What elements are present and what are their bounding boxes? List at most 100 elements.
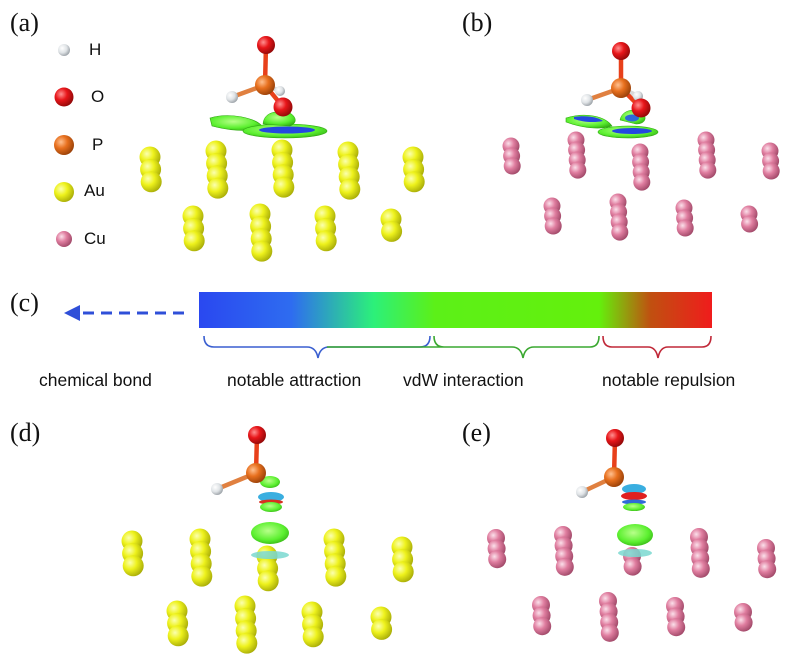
label-notable-attraction: notable attraction [227, 370, 362, 390]
hydrogen-atom [581, 94, 593, 106]
red-isosurface-ring [621, 492, 647, 500]
oxygen-atom [273, 97, 293, 117]
brace-notable-repulsion [602, 335, 712, 359]
legend-sphere-au [54, 182, 74, 202]
molecule-b [581, 42, 651, 118]
label-chemical-bond: chemical bond [39, 370, 152, 390]
oxygen-atom [612, 42, 630, 60]
molecule-d [211, 426, 266, 495]
cyan-isosurface-slab [251, 551, 289, 559]
phosphorus-atom [246, 463, 266, 483]
gold-atom [236, 632, 258, 654]
panel-label-a: (a) [10, 8, 39, 37]
hydrogen-atom [275, 86, 285, 96]
hydrogen-atom [211, 483, 223, 495]
blue-isosurface-disc [259, 126, 315, 134]
copper-atom [633, 173, 651, 191]
gold-atom [251, 240, 273, 262]
copper-atom [544, 217, 562, 235]
isosurface-e [617, 484, 653, 557]
legend [54, 44, 74, 247]
legend-sphere-h [58, 44, 70, 56]
gold-atom [207, 177, 229, 199]
gold-atom [140, 171, 162, 193]
hydrogen-atom [633, 91, 643, 101]
au-slab-d [121, 528, 414, 654]
gold-atom [392, 561, 414, 583]
copper-atom [569, 161, 587, 179]
gold-atom [273, 176, 295, 198]
green-isosurface-top-slab [617, 524, 653, 546]
legend-label-h: H [89, 40, 102, 59]
legend-label-o: O [91, 87, 105, 106]
gold-atom [371, 618, 393, 640]
copper-atom [533, 617, 552, 636]
molecule-a [226, 36, 293, 117]
hydrogen-atom [576, 486, 588, 498]
copper-atom [555, 557, 574, 576]
gold-atom [122, 555, 144, 577]
blue-isosurface-disc [612, 128, 652, 134]
panel-label-d: (d) [10, 418, 41, 447]
color-scale [64, 292, 712, 359]
oxygen-atom [606, 429, 624, 447]
legend-label-cu: Cu [84, 229, 106, 248]
phosphorus-atom [604, 467, 624, 487]
oxygen-atom [248, 426, 266, 444]
cu-slab-b [502, 131, 780, 241]
copper-atom [734, 613, 753, 632]
legend-sphere-p [54, 135, 74, 155]
gold-atom [257, 570, 279, 592]
legend-label-p: P [92, 135, 104, 154]
copper-atom [691, 559, 710, 578]
legend-sphere-o [54, 87, 74, 107]
isosurface-d [251, 476, 289, 559]
legend-label-au: Au [84, 181, 105, 200]
copper-atom [699, 161, 717, 179]
green-isosurface-lower [623, 503, 645, 511]
panel-label-e: (e) [462, 418, 491, 447]
oxygen-atom [631, 98, 651, 118]
copper-atom [623, 557, 642, 576]
label-notable-repulsion: notable repulsion [602, 370, 736, 390]
isosurface-b [565, 109, 659, 139]
gold-atom [325, 565, 347, 587]
copper-atom [741, 215, 759, 233]
cyan-isosurface-ring-2 [622, 499, 646, 505]
label-vdw-interaction: vdW interaction [403, 370, 524, 390]
au-slab-a [139, 139, 425, 262]
gold-atom [191, 565, 213, 587]
copper-atom [611, 223, 629, 241]
gold-atom [339, 178, 361, 200]
gold-atom [167, 625, 189, 647]
gold-atom [302, 626, 324, 648]
copper-atom [676, 219, 694, 237]
cyan-isosurface-slab [618, 549, 652, 557]
brace-vdw-interaction [327, 335, 600, 359]
gold-atom [403, 171, 425, 193]
color-gradient-bar [199, 292, 712, 328]
gold-atom [381, 220, 403, 242]
hydrogen-atom [226, 91, 238, 103]
cyan-isosurface-ring [258, 492, 284, 502]
phosphorus-atom [611, 78, 631, 98]
copper-atom [667, 618, 686, 637]
molecule-e [576, 429, 624, 498]
isosurface-a [209, 111, 328, 139]
panel-label-c: (c) [10, 288, 39, 317]
copper-atom [503, 157, 521, 175]
green-isosurface-upper [260, 476, 280, 488]
cu-slab-e [487, 526, 777, 642]
copper-atom [762, 162, 780, 180]
legend-sphere-cu [56, 231, 72, 247]
green-isosurface-top-slab [251, 522, 289, 544]
copper-atom [758, 560, 777, 579]
panel-label-b: (b) [462, 8, 493, 37]
phosphorus-atom [255, 75, 275, 95]
blue-isosurface-lobe [574, 116, 603, 123]
arrow-head-icon [64, 305, 80, 321]
copper-atom [600, 623, 619, 642]
gold-atom [315, 230, 337, 252]
blue-isosurface-spot [625, 114, 639, 122]
